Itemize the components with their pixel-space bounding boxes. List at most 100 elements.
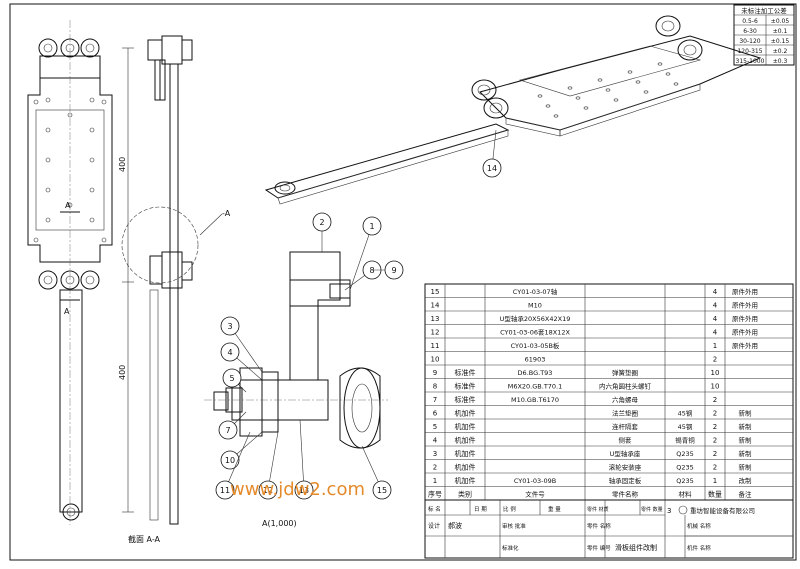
bom-code: CY01-03-06套18X12X: [500, 328, 570, 337]
bom-qty: 2: [713, 423, 717, 431]
bom-type: 标准件: [455, 382, 476, 391]
tolerance-value: ±0.1: [773, 28, 788, 35]
bom-note: 新制: [739, 422, 753, 431]
bom-material: 材料: [679, 490, 693, 499]
tb-partno: 零件 材质: [587, 506, 609, 513]
bom-type: 标准件: [455, 368, 476, 377]
balloon-11: 11: [220, 486, 230, 495]
tb-drawing-name: 滑板组件改制: [615, 543, 657, 552]
bom-note: 原件外用: [732, 287, 758, 296]
bom-no: 5: [433, 423, 437, 431]
watermark: www.jdw2.com: [230, 479, 365, 500]
bom-code: D6.BG.T93: [518, 369, 553, 377]
bom-type: 机加件: [455, 463, 476, 472]
tolerance-value: ±0.3: [773, 58, 788, 65]
dimension-lower-value: 400: [118, 365, 127, 380]
bom-type: 标准件: [455, 395, 476, 404]
bom-name: 侧套: [619, 436, 633, 445]
bom-qty: 1: [713, 342, 717, 350]
bom-name: 弹簧垫圈: [612, 368, 638, 377]
tolerance-table: 未标注加工公差 0.5-6±0.056-30±0.130-120±0.15120…: [733, 4, 795, 66]
bom-type: 机加件: [455, 449, 476, 458]
bom-qty: 10: [711, 383, 720, 391]
bom-material: 锡青铜: [675, 436, 695, 445]
balloon-12: 12: [263, 486, 273, 495]
isometric-view: [264, 15, 762, 205]
bom-material: Q235: [676, 450, 694, 458]
bom-note: 改制: [739, 476, 753, 485]
tolerance-range: 315-1000: [736, 58, 765, 65]
bom-qty: 2: [713, 410, 717, 418]
bom-material: Q235: [676, 477, 694, 485]
detail-view: A(1,000): [204, 251, 388, 528]
bom-qty: 4: [713, 315, 718, 323]
tb-designer: 郝波: [448, 521, 462, 530]
bom-qty: 2: [713, 437, 717, 445]
bom-code: CY01-03-05B板: [511, 341, 560, 350]
tb-machine-code: 机件 名称: [687, 544, 711, 552]
bom-type: 类别: [458, 490, 472, 499]
bom-code: 61903: [525, 356, 546, 364]
tolerance-value: ±0.05: [771, 18, 790, 25]
tb-qty: 零件 数量: [641, 506, 663, 513]
bom-material: 45钢: [678, 423, 693, 431]
bom-qty: 4: [713, 329, 718, 337]
bom-no: 8: [433, 383, 437, 391]
bom-qty: 数量: [708, 490, 722, 499]
balloon-7: 7: [225, 426, 230, 435]
bom-name: 内六角圆柱头螺钉: [599, 382, 652, 391]
bom-qty: 2: [713, 450, 717, 458]
bom-no: 3: [433, 450, 437, 458]
bom-name: 轴承固定板: [609, 476, 642, 485]
bom-note: 新制: [739, 436, 753, 445]
tb-part-name: 零件 名称: [587, 522, 611, 530]
balloon-9: 9: [391, 266, 396, 275]
bom-no: 11: [431, 342, 440, 350]
bom-code: M10.GB.T6170: [511, 396, 559, 404]
bom-qty: 1: [713, 477, 717, 485]
tb-scale: 比 例: [503, 505, 516, 513]
tolerance-range: 6-30: [743, 28, 757, 35]
bom-no: 1: [433, 477, 437, 485]
balloon-1: 1: [369, 222, 374, 231]
bom-note: 新制: [739, 463, 753, 472]
balloon-4: 4: [227, 348, 232, 357]
bom-note: 原件外用: [732, 314, 758, 323]
tolerance-value: ±0.2: [773, 48, 788, 55]
bom-no: 7: [433, 396, 437, 404]
title-block: 标 名 日 期 比 例 重 量 零件 材质 零件 数量 3 重坊智能设备有限公司…: [424, 499, 794, 559]
balloon-10: 10: [225, 456, 235, 465]
section-mark-a-cut: -A: [222, 209, 231, 218]
bom-code: CY01-03-07轴: [513, 287, 558, 296]
bom-code: CY01-03-09B: [514, 477, 556, 485]
bom-note: 原件外用: [732, 328, 758, 337]
bom-name: 零件名称: [612, 490, 639, 499]
bom-no: 12: [431, 329, 440, 337]
balloon-2: 2: [319, 218, 324, 227]
bom-no: 9: [433, 369, 437, 377]
bom-no: 6: [433, 410, 438, 418]
tb-weight: 重 量: [548, 505, 561, 513]
tb-company: 重坊智能设备有限公司: [690, 506, 755, 515]
bom-note: 原件外用: [732, 301, 758, 310]
tb-craft: 标准化: [502, 544, 519, 552]
balloon-3: 3: [227, 322, 232, 331]
tolerance-title: 未标注加工公差: [741, 6, 787, 15]
balloon-5: 5: [229, 374, 234, 383]
tb-qty-value: 3: [667, 507, 671, 515]
bom-no: 15: [431, 288, 440, 296]
dimension-upper: 400: [118, 47, 134, 283]
bom-note: 新制: [739, 449, 753, 458]
balloon-13: 13: [299, 486, 309, 495]
bom-name: 连杆隔套: [612, 422, 639, 431]
tolerance-value: ±0.15: [771, 38, 790, 45]
balloon-8: 8: [369, 266, 374, 275]
bom-type: 机加件: [455, 422, 476, 431]
bom-no: 10: [431, 356, 440, 364]
bom-qty: 10: [711, 369, 720, 377]
balloon-15: 15: [377, 486, 387, 495]
